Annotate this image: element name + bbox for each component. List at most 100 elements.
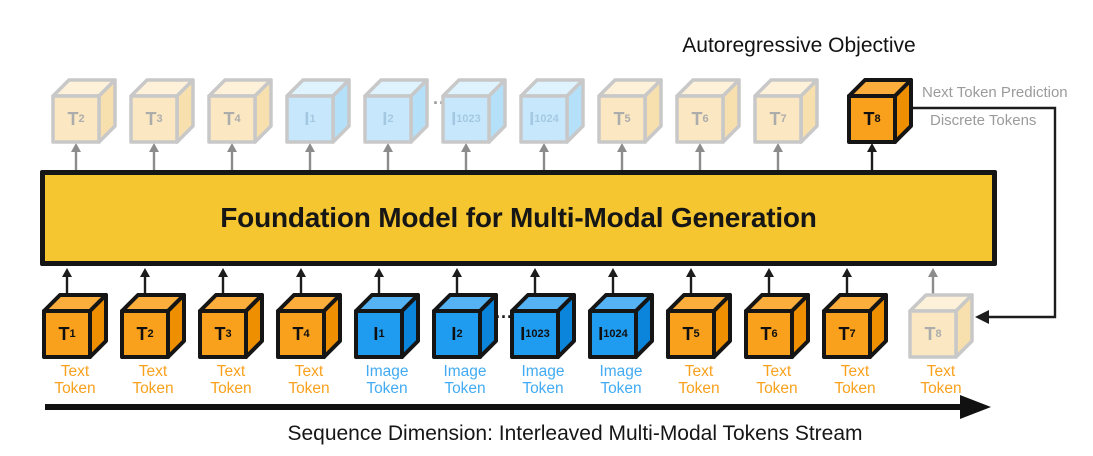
token-cube: I1023 Image Token [510,291,576,397]
cube-icon [510,293,576,359]
token-cube: T7 [753,76,819,144]
cube-front-face [51,94,101,144]
title-autoregressive-objective: Autoregressive Objective [682,34,916,57]
cube-front-face [744,309,794,359]
cube-icon [847,78,913,144]
cube-front-face [519,94,569,144]
cube-front-face [675,94,725,144]
flow-arrow-head [71,143,81,152]
cube-caption-line2: Token [366,380,408,397]
flow-arrow-head [140,268,150,277]
flow-arrow-head [608,268,618,277]
flow-arrow-head [867,143,877,152]
sequence-axis-arrowhead [960,395,991,419]
cube-front-face [753,94,803,144]
cube-icon [42,293,108,359]
cube-caption: Image Token [420,363,510,397]
cube-caption: Text Token [896,363,986,397]
token-cube: I2 [363,76,429,144]
cube-caption-line1: Image [365,363,409,380]
token-cube: T2 Text Token [120,291,186,397]
cube-caption-line2: Token [756,380,798,397]
cube-icon [744,293,810,359]
cube-icon [519,78,585,144]
cube-caption: Text Token [732,363,822,397]
cube-caption-line2: Token [54,380,96,397]
cube-icon [432,293,498,359]
cube-caption-line2: Token [444,380,486,397]
cube-front-face [198,309,248,359]
cube-icon [285,78,351,144]
cube-front-face [285,94,335,144]
cube-caption: Text Token [810,363,900,397]
cube-icon [753,78,819,144]
cube-caption: Image Token [342,363,432,397]
cube-front-face [42,309,92,359]
cube-icon [129,78,195,144]
cube-icon [588,293,654,359]
cube-front-face [207,94,257,144]
cube-caption: Text Token [108,363,198,397]
cube-caption: Text Token [186,363,276,397]
cube-icon [908,293,974,359]
token-cube: T5 [597,76,663,144]
token-cube: T6 Text Token [744,291,810,397]
cube-caption-line2: Token [210,380,252,397]
cube-front-face [120,309,170,359]
cube-caption-line1: Image [599,363,643,380]
model-box: Foundation Model for Multi-Modal Generat… [40,170,997,266]
cube-icon [354,293,420,359]
token-cube: T5 Text Token [666,291,732,397]
flow-arrow-head [374,268,384,277]
cube-caption: Text Token [264,363,354,397]
token-cube: I1024 [519,76,585,144]
cube-front-face [276,309,326,359]
cube-icon [207,78,273,144]
cube-caption-line2: Token [834,380,876,397]
cube-caption-line2: Token [288,380,330,397]
flow-arrow-head [452,268,462,277]
token-cube: I1023 [441,76,507,144]
cube-front-face [847,94,897,144]
flow-arrow-head [296,268,306,277]
flow-arrow-head [149,143,159,152]
cube-icon [51,78,117,144]
cube-front-face [908,309,958,359]
next-token-prediction-label: Next Token Prediction [922,84,1068,101]
flow-arrow-head [686,268,696,277]
cube-caption: Text Token [30,363,120,397]
flow-arrow-head [305,143,315,152]
flow-arrow-head [695,143,705,152]
flow-arrow-head [928,268,938,277]
flow-arrow-head [842,268,852,277]
cube-front-face [363,94,413,144]
cube-front-face [432,309,482,359]
flow-arrow-head [62,268,72,277]
cube-caption-line1: Text [60,363,90,380]
flow-arrow-head [773,143,783,152]
cube-front-face [597,94,647,144]
flow-arrow-head [461,143,471,152]
token-cube: T4 [207,76,273,144]
token-cube: T3 [129,76,195,144]
cube-front-face [510,309,560,359]
token-cube: T7 Text Token [822,291,888,397]
discrete-tokens-label: Discrete Tokens [930,112,1037,129]
cube-caption-line1: Text [762,363,792,380]
flow-arrow-head [764,268,774,277]
cube-icon [666,293,732,359]
cube-caption-line2: Token [522,380,564,397]
flow-arrow-head [530,268,540,277]
ellipsis-bottom: ... [495,302,514,322]
flow-arrow-head [539,143,549,152]
prediction-loop-arrowhead [975,310,989,324]
cube-caption-line1: Text [138,363,168,380]
cube-caption-line1: Image [443,363,487,380]
flow-arrow-head [218,268,228,277]
cube-icon [822,293,888,359]
flow-arrow-head [227,143,237,152]
cube-front-face [588,309,638,359]
cube-caption-line1: Image [521,363,565,380]
token-cube: T3 Text Token [198,291,264,397]
